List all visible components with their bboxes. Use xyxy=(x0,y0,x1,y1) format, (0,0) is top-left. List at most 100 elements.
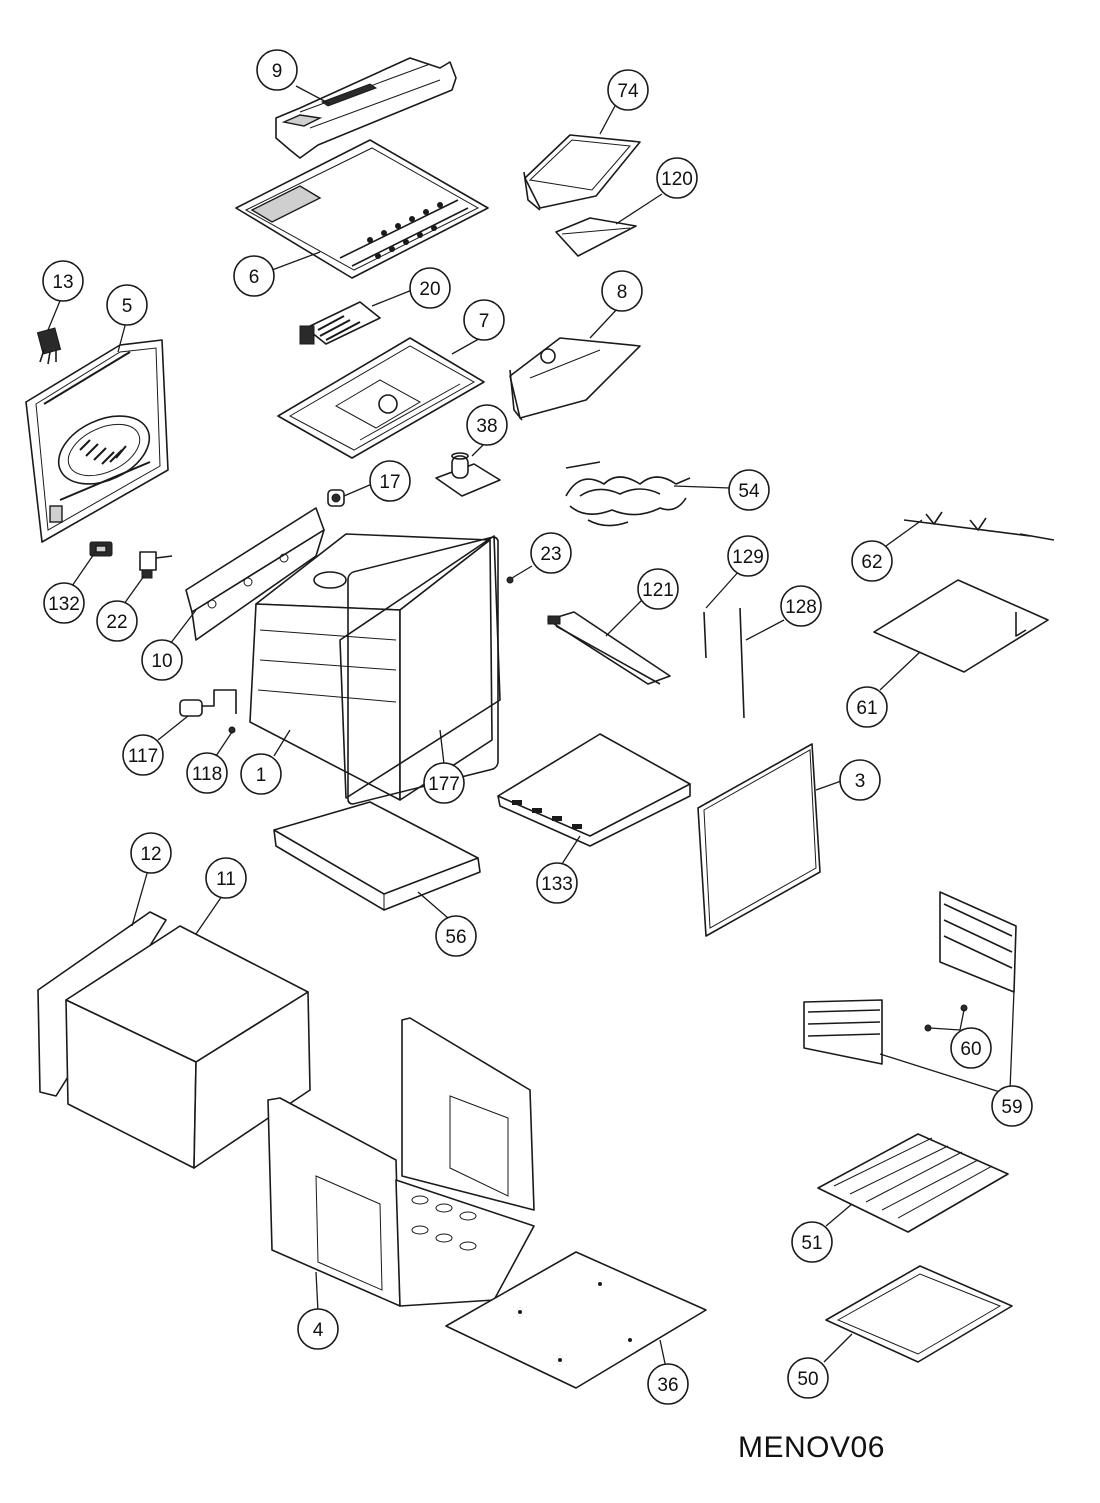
callout-1: 1 xyxy=(240,753,282,795)
leader-20 xyxy=(371,289,413,307)
svg-text:177: 177 xyxy=(428,774,460,795)
part-10-side-bracket xyxy=(185,507,325,641)
leader-10 xyxy=(169,609,197,645)
svg-text:132: 132 xyxy=(48,594,80,615)
svg-text:10: 10 xyxy=(151,651,172,672)
callout-128: 128 xyxy=(780,585,822,627)
svg-text:129: 129 xyxy=(732,547,764,568)
svg-text:36: 36 xyxy=(657,1375,678,1396)
part-74-deflector xyxy=(523,134,641,211)
svg-text:38: 38 xyxy=(476,416,497,437)
callout-9: 9 xyxy=(256,49,298,91)
svg-text:1: 1 xyxy=(256,765,267,786)
leader-62 xyxy=(885,519,923,547)
part-121-rail xyxy=(547,611,671,685)
part-62-rotisserie-spit xyxy=(903,511,1055,541)
leader-9 xyxy=(295,85,331,105)
svg-text:22: 22 xyxy=(106,612,127,633)
part-132-switch xyxy=(89,541,113,557)
part-129-strip xyxy=(703,611,707,659)
callout-60: 60 xyxy=(950,1027,992,1069)
callout-3: 3 xyxy=(839,759,881,801)
svg-text:11: 11 xyxy=(216,869,236,890)
leader-60 xyxy=(929,1009,965,1031)
svg-text:23: 23 xyxy=(540,544,561,565)
svg-text:12: 12 xyxy=(140,844,161,865)
svg-text:17: 17 xyxy=(379,472,400,493)
callout-11: 11 xyxy=(205,857,247,899)
leader-5 xyxy=(117,321,127,353)
part-11-outer-casing xyxy=(65,925,311,1169)
leader-74 xyxy=(599,103,617,135)
callout-12: 12 xyxy=(130,832,172,874)
leader-54 xyxy=(673,485,731,489)
leader-133 xyxy=(561,835,581,865)
svg-text:61: 61 xyxy=(856,698,877,719)
part-20-fan-motor xyxy=(299,301,381,345)
leader-12 xyxy=(131,869,149,927)
callout-20: 20 xyxy=(409,267,451,309)
callout-22: 22 xyxy=(96,600,138,642)
leader-22 xyxy=(123,575,145,605)
part-8-side-plate xyxy=(509,337,641,421)
part-51-wire-shelf xyxy=(817,1133,1009,1233)
part-9-top-trim xyxy=(275,57,457,159)
svg-text:120: 120 xyxy=(661,169,693,190)
svg-text:121: 121 xyxy=(642,580,674,601)
svg-text:118: 118 xyxy=(192,764,222,785)
part-36-base-plate xyxy=(445,1251,707,1389)
part-38-lamp xyxy=(435,452,501,497)
callout-51: 51 xyxy=(791,1221,833,1263)
part-7-divider-plate xyxy=(277,337,485,459)
part-120-deflector xyxy=(555,217,637,257)
svg-text:8: 8 xyxy=(617,282,628,303)
callout-121: 121 xyxy=(637,568,679,610)
callout-177: 177 xyxy=(423,762,465,804)
part-22-thermostat xyxy=(139,551,173,579)
svg-text:50: 50 xyxy=(797,1369,818,1390)
part-4-inner-liner xyxy=(267,1017,535,1307)
callout-133: 133 xyxy=(536,862,578,904)
leader-121 xyxy=(605,599,643,637)
part-117-valve xyxy=(179,689,237,717)
leader-132 xyxy=(71,553,95,587)
part-3-glass-panel xyxy=(697,743,821,937)
callout-117: 117 xyxy=(122,734,164,776)
callout-50: 50 xyxy=(787,1357,829,1399)
svg-text:54: 54 xyxy=(738,481,760,502)
part-56-drawer xyxy=(273,801,481,911)
svg-text:62: 62 xyxy=(861,552,882,573)
callout-59: 59 xyxy=(991,1085,1033,1127)
part-13-terminal xyxy=(36,327,62,365)
leader-4 xyxy=(315,1271,319,1313)
svg-text:133: 133 xyxy=(541,874,573,895)
svg-text:128: 128 xyxy=(785,597,817,618)
svg-text:60: 60 xyxy=(960,1039,981,1060)
callout-17: 17 xyxy=(369,460,411,502)
callout-61: 61 xyxy=(846,686,888,728)
callout-8: 8 xyxy=(601,270,643,312)
svg-text:3: 3 xyxy=(855,771,866,792)
leader-51 xyxy=(825,1203,853,1227)
callout-36: 36 xyxy=(647,1363,689,1405)
leader-59 xyxy=(879,989,1015,1093)
leader-128 xyxy=(745,619,785,641)
part-17-fitting xyxy=(327,489,345,507)
leader-61 xyxy=(879,651,921,691)
svg-text:5: 5 xyxy=(122,296,133,317)
callout-118: 118 xyxy=(186,752,228,794)
part-61-tray xyxy=(873,579,1049,673)
leader-56 xyxy=(417,891,449,919)
part-177-door-frame xyxy=(339,535,501,799)
svg-text:20: 20 xyxy=(419,279,440,300)
callout-120: 120 xyxy=(656,157,698,199)
part-6-top-panel xyxy=(235,139,489,279)
svg-text:4: 4 xyxy=(313,1320,324,1341)
callout-4: 4 xyxy=(297,1308,339,1350)
svg-text:13: 13 xyxy=(52,272,73,293)
callout-74: 74 xyxy=(607,69,649,111)
svg-text:74: 74 xyxy=(617,81,639,102)
svg-text:59: 59 xyxy=(1001,1097,1022,1118)
leader-117 xyxy=(157,715,189,741)
leader-11 xyxy=(195,895,223,935)
